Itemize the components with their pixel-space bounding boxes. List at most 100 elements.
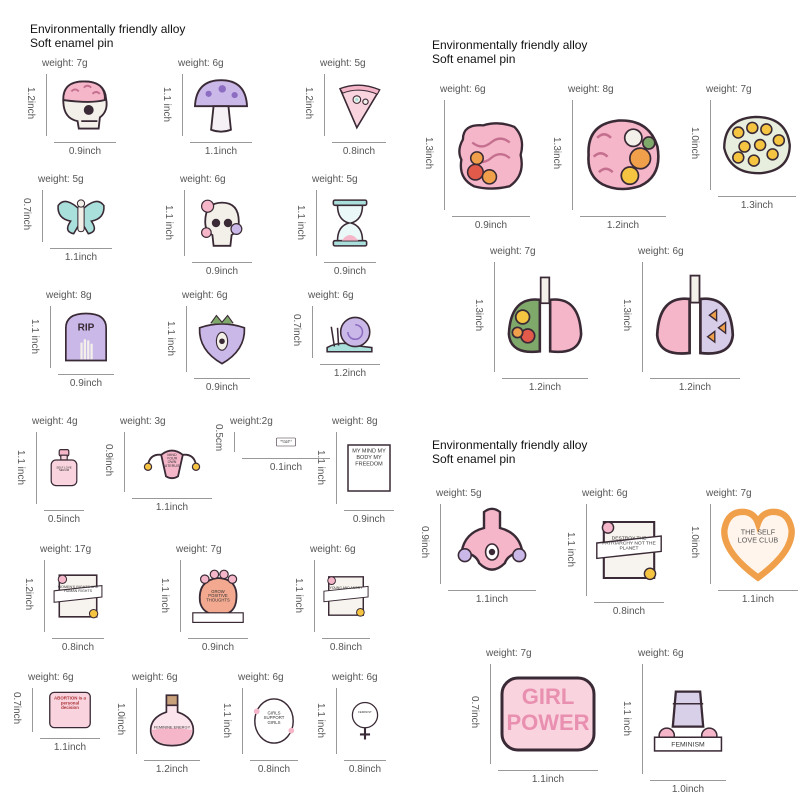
weight-label: weight: 8g (332, 416, 378, 427)
height-dimension-line (316, 190, 317, 256)
intestine-flower-icon (452, 100, 530, 210)
width-label: 1.3inch (740, 200, 774, 211)
height-dimension-line (44, 560, 45, 632)
height-dimension-line (336, 688, 337, 754)
weight-label: weight: 6g (310, 544, 356, 555)
header-line-2: Soft enamel pin (432, 52, 516, 66)
width-dimension-line (332, 142, 386, 143)
weight-label: weight: 5g (436, 488, 482, 499)
height-label: 0.7inch (21, 198, 32, 231)
banner-flower-icon: WOMEN'S RIGHTS ARE HUMAN RIGHTS (52, 560, 104, 632)
width-dimension-line (188, 638, 248, 639)
height-label: 0.9inch (103, 444, 114, 477)
weight-label: weight: 17g (40, 544, 92, 555)
width-label: 1.2inch (606, 220, 640, 231)
height-dimension-line (136, 688, 137, 754)
height-dimension-line (312, 306, 313, 358)
hourglass-icon (324, 190, 376, 256)
lungs-butterfly-icon (650, 262, 740, 372)
height-label: 0.7inch (469, 696, 480, 729)
lungs-flower-icon (502, 262, 588, 372)
height-dimension-line (50, 306, 51, 368)
weight-label: weight: 6g (180, 174, 226, 185)
width-label: 0.9inch (201, 642, 235, 653)
panel-header: Environmentally friendly alloy Soft enam… (432, 38, 587, 66)
weight-label: weight: 8g (46, 290, 92, 301)
height-label: 1.3inch (621, 299, 632, 332)
moth-skeleton-icon (50, 190, 112, 242)
height-label: 1.0inch (689, 127, 700, 160)
width-dimension-line (502, 378, 588, 379)
height-dimension-line (182, 74, 183, 136)
width-label: 1.1inch (741, 594, 775, 605)
height-dimension-line (32, 688, 33, 732)
weight-label: weight: 4g (32, 416, 78, 427)
width-dimension-line (322, 638, 370, 639)
panel-header: Environmentally friendly alloy Soft enam… (30, 22, 185, 50)
weight-label: weight: 6g (638, 648, 684, 659)
height-dimension-line (46, 74, 47, 136)
serum-bottle-icon: SELF LOVE SERUM (44, 432, 84, 504)
width-dimension-line (448, 590, 536, 591)
width-dimension-line (192, 262, 252, 263)
ribbon-icon: YOUNG AND ANGRY (322, 560, 370, 632)
width-label: 0.8inch (61, 642, 95, 653)
width-label: 0.8inch (257, 764, 291, 775)
width-label: 0.5inch (47, 514, 81, 525)
width-dimension-line (40, 738, 100, 739)
width-label: 1.1inch (64, 252, 98, 263)
height-dimension-line (642, 664, 643, 774)
height-label: 1.0inch (115, 703, 126, 736)
width-dimension-line (344, 510, 394, 511)
height-label: 1.1 inch (315, 450, 326, 486)
width-dimension-line (54, 142, 116, 143)
weight-label: weight: 8g (568, 84, 614, 95)
width-label: 0.9inch (205, 266, 239, 277)
height-label: 1.3inch (473, 299, 484, 332)
width-label: 0.8inch (348, 764, 382, 775)
width-dimension-line (44, 510, 84, 511)
height-label: 1.3inch (423, 137, 434, 170)
width-label: 1.1inch (531, 774, 565, 785)
height-dimension-line (242, 688, 243, 754)
height-label: 0.9inch (419, 526, 430, 559)
height-label: 1.1 inch (161, 87, 172, 123)
width-dimension-line (250, 760, 298, 761)
girl-power-icon: GIRL POWER (498, 664, 598, 764)
width-label: 1.1inch (53, 742, 87, 753)
width-dimension-line (650, 780, 726, 781)
weight-label: weight: 3g (120, 416, 166, 427)
venus-icon: FEMINIST (344, 688, 386, 754)
brain-skull-icon (54, 74, 116, 136)
weight-label: weight:2g (230, 416, 273, 427)
height-label: 1.2inch (303, 87, 314, 120)
width-dimension-line (718, 196, 796, 197)
fist-icon: FEMINISM (650, 664, 726, 774)
weight-label: weight: 7g (486, 648, 532, 659)
panel-bottom-right: Environmentally friendly alloy Soft enam… (400, 400, 800, 800)
patriarchy-banner-icon: DESTROY THE PATRIARCHY NOT THE PLANET (594, 504, 664, 596)
width-label: 1.0inch (671, 784, 705, 795)
height-dimension-line (184, 190, 185, 256)
height-dimension-line (36, 432, 37, 504)
weight-label: weight: 7g (42, 58, 88, 69)
weight-label: weight: 7g (490, 246, 536, 257)
height-dimension-line (234, 432, 235, 452)
weight-label: weight: 6g (308, 290, 354, 301)
height-dimension-line (586, 504, 587, 596)
height-dimension-line (710, 504, 711, 584)
width-dimension-line (52, 638, 104, 639)
mushroom-icon (190, 74, 252, 136)
panel-header: Environmentally friendly alloy Soft enam… (432, 438, 587, 466)
height-dimension-line (642, 262, 643, 372)
width-dimension-line (344, 760, 386, 761)
width-label: 1.2inch (155, 764, 189, 775)
weight-label: weight: 7g (176, 544, 222, 555)
height-dimension-line (336, 432, 337, 504)
width-label: 0.9inch (352, 514, 386, 525)
width-label: 1.2inch (678, 382, 712, 393)
width-label: 1.1inch (204, 146, 238, 157)
height-dimension-line (572, 100, 573, 210)
uterus-icon: MIND YOUR OWN UTERUS (132, 432, 212, 492)
flower-skull-icon (192, 190, 252, 256)
